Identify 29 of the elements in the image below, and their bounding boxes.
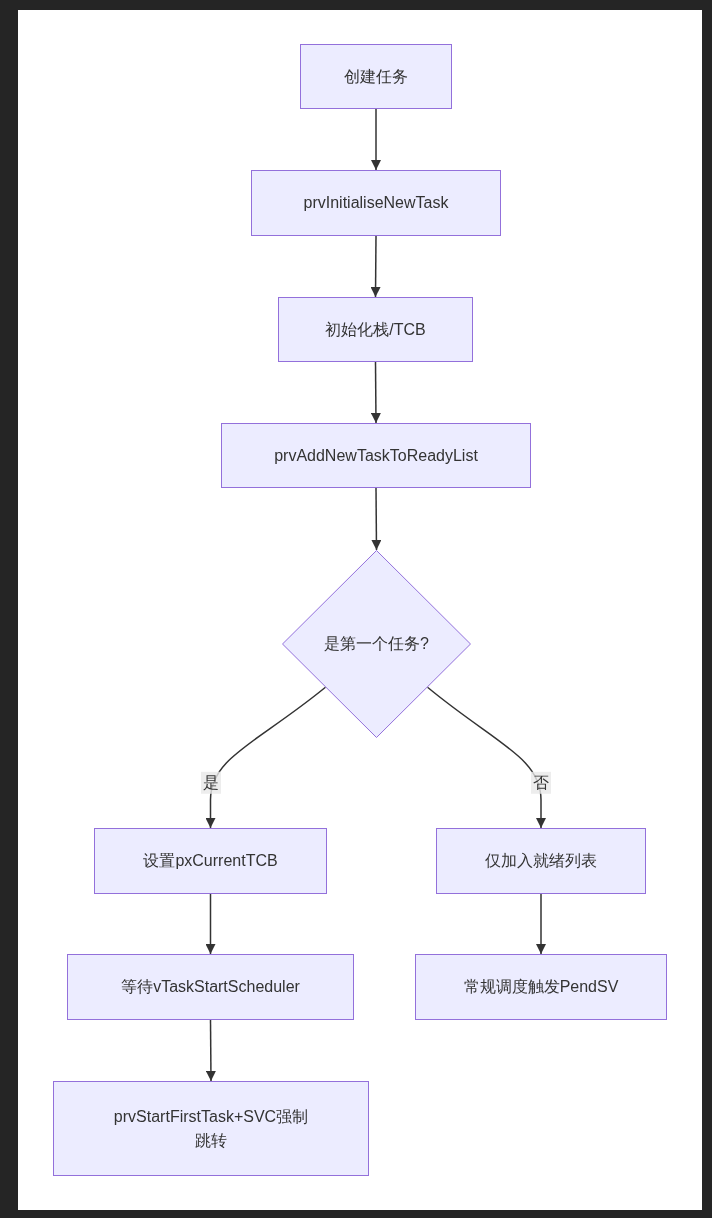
arrow: [371, 487, 382, 551]
arrow: [205, 686, 327, 829]
node-label: 创建任务: [344, 66, 408, 87]
node-label: 初始化栈/TCB: [325, 319, 426, 340]
process-box: [221, 423, 531, 488]
process-box: [251, 170, 501, 236]
process-box: [67, 954, 354, 1020]
process-box: [300, 44, 452, 109]
node-label: prvAddNewTaskToReadyList: [274, 445, 478, 466]
node-label: 常规调度触发PendSV: [463, 977, 619, 997]
arrow: [205, 893, 216, 955]
process-box: [94, 828, 327, 894]
node-label: 是第一个任务?: [324, 634, 429, 654]
arrow: [426, 686, 546, 829]
node-label: 等待vTaskStartScheduler: [121, 977, 300, 997]
arrow: [371, 108, 381, 171]
edge-label: 否: [531, 771, 551, 795]
node-label: 仅加入就绪列表: [485, 851, 597, 871]
arrow: [205, 1019, 216, 1082]
arrow: [536, 893, 546, 955]
process-box: [278, 297, 473, 362]
process-box: [53, 1081, 369, 1176]
process-box: [436, 828, 646, 894]
node-label: 设置pxCurrentTCB: [143, 851, 278, 871]
arrow: [370, 235, 381, 298]
node-label: prvStartFirstTask+SVC强制跳转: [112, 1106, 310, 1151]
arrow: [370, 361, 381, 424]
process-box: [415, 954, 667, 1020]
node-label: prvInitialiseNewTask: [303, 193, 449, 213]
